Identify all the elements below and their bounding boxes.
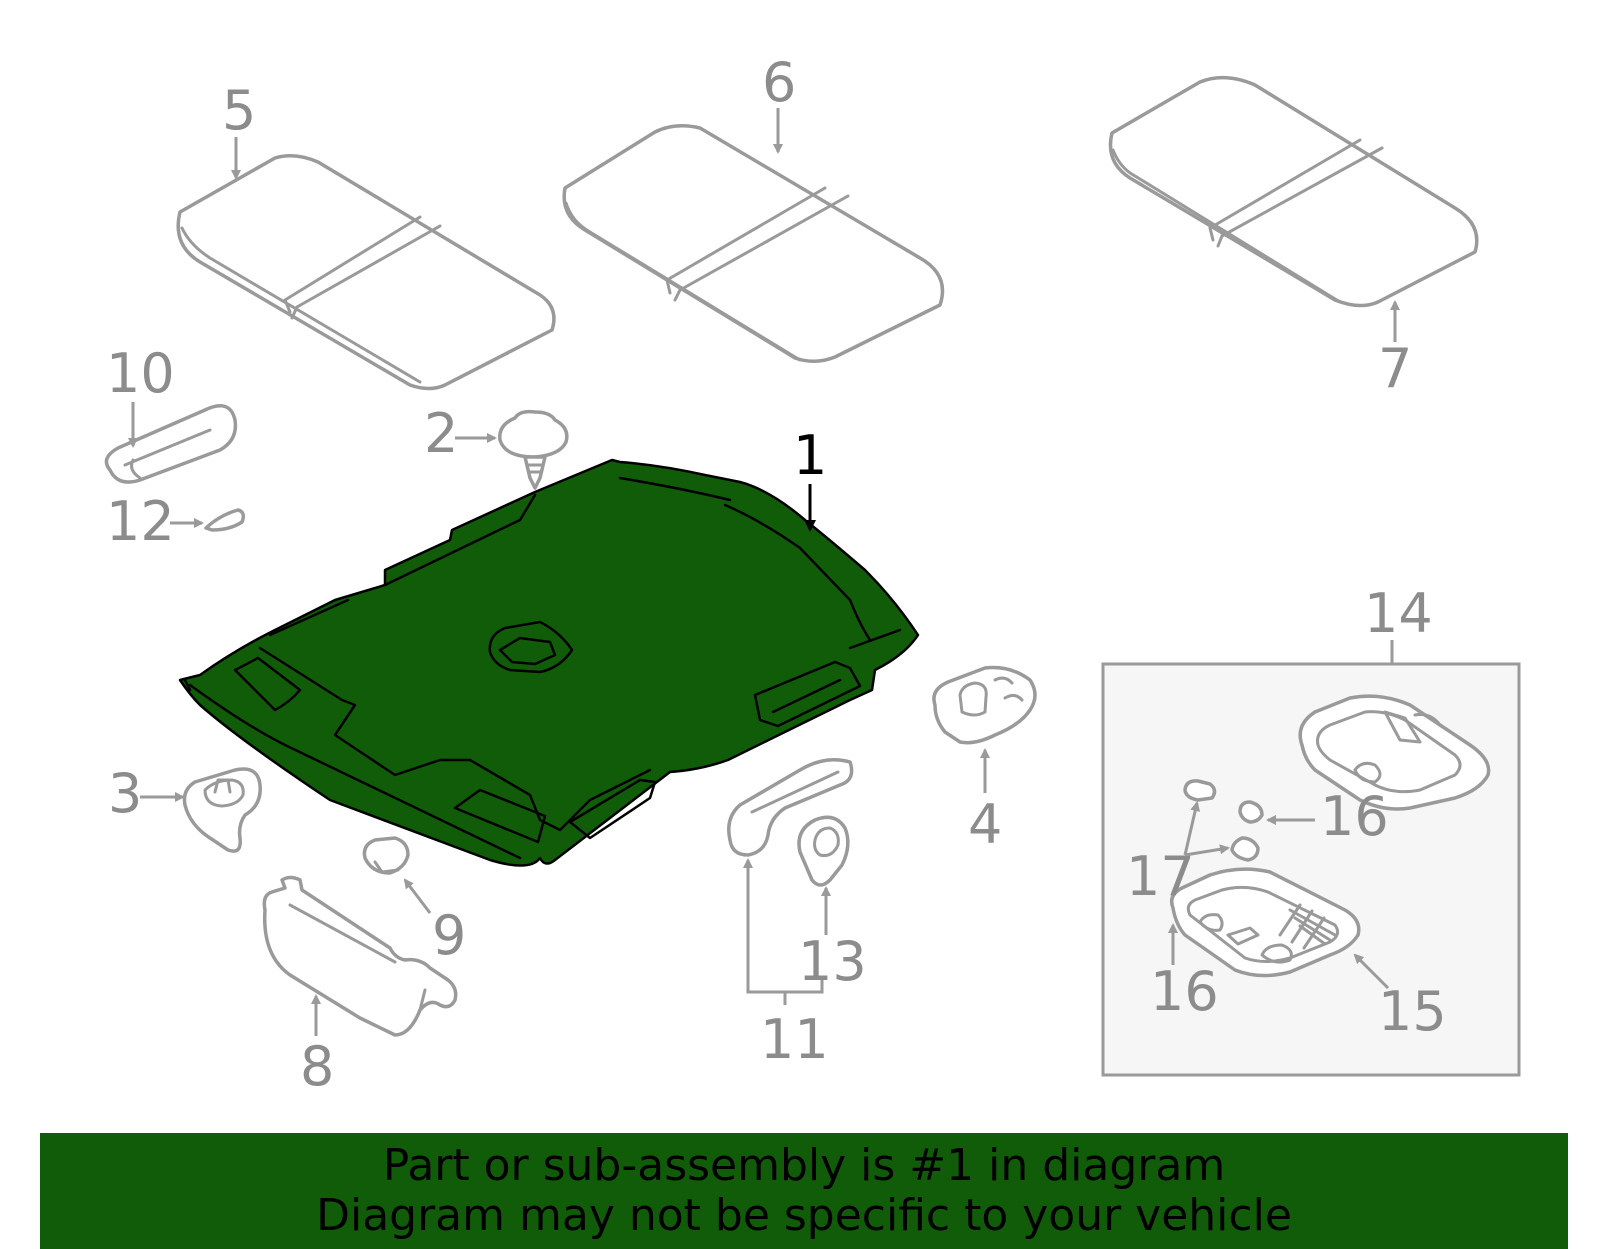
callout-label-8: 8	[300, 1035, 334, 1098]
bulb-16b	[1230, 836, 1260, 862]
callout-10: 10	[106, 342, 175, 448]
callout-label-4: 4	[968, 793, 1002, 856]
callout-8: 8	[300, 994, 334, 1098]
callout-label-6: 6	[762, 51, 796, 114]
callout-label-2: 2	[424, 402, 458, 465]
callout-16a: 16	[1266, 785, 1389, 848]
bulb-16a	[1238, 800, 1264, 824]
footer-line-2: Diagram may not be specific to your vehi…	[316, 1190, 1292, 1241]
callout-2: 2	[424, 402, 497, 465]
callout-13: 13	[798, 886, 867, 993]
callout-9: 9	[403, 878, 466, 967]
retainer-clip-2	[498, 409, 569, 490]
callout-17: 17	[1126, 801, 1230, 908]
callout-label-16b: 16	[1150, 960, 1219, 1023]
callout-label-3: 3	[108, 762, 142, 825]
plug-9	[362, 836, 410, 875]
sunshade-panel-5	[176, 154, 556, 391]
bezel-13	[797, 815, 850, 887]
sunshade-panel-6	[562, 124, 945, 363]
callout-label-15: 15	[1378, 980, 1447, 1043]
callout-label-5: 5	[222, 79, 256, 142]
grab-handle-11	[727, 758, 854, 857]
sunshade-panel-7	[1108, 75, 1479, 308]
footer-line-1: Part or sub-assembly is #1 in diagram	[382, 1140, 1226, 1191]
callout-16b: 16	[1150, 923, 1219, 1023]
callout-12: 12	[106, 490, 204, 553]
sun-visor-8	[262, 875, 458, 1037]
callout-3: 3	[108, 762, 185, 825]
callout-4: 4	[968, 748, 1002, 856]
callout-label-14: 14	[1364, 582, 1433, 645]
callout-5: 5	[222, 79, 256, 180]
callout-label-12: 12	[106, 490, 175, 553]
lens-15	[1169, 867, 1361, 978]
callout-label-11: 11	[760, 1008, 829, 1071]
callout-label-9: 9	[432, 904, 466, 967]
callout-7: 7	[1378, 300, 1412, 400]
callout-label-10: 10	[106, 342, 175, 405]
overhead-console-4	[932, 665, 1037, 745]
callout-label-16a: 16	[1320, 785, 1389, 848]
cap-12	[204, 508, 246, 532]
grab-handle-10	[104, 404, 238, 484]
footer-banner: Part or sub-assembly is #1 in diagram Di…	[40, 1133, 1568, 1249]
callout-1: 1	[793, 424, 827, 532]
callout-6: 6	[762, 51, 796, 154]
dome-lamp-housing	[1298, 694, 1491, 811]
callout-11: 11	[743, 858, 829, 1071]
bracket-3	[182, 767, 262, 853]
callout-label-17: 17	[1126, 845, 1195, 908]
headliner-1	[178, 458, 920, 867]
callout-label-7: 7	[1378, 337, 1412, 400]
callout-label-13: 13	[798, 930, 867, 993]
bulb-17	[1183, 779, 1217, 802]
callout-14: 14	[1364, 582, 1433, 645]
callout-label-1: 1	[793, 424, 827, 487]
callout-15: 15	[1353, 953, 1447, 1043]
